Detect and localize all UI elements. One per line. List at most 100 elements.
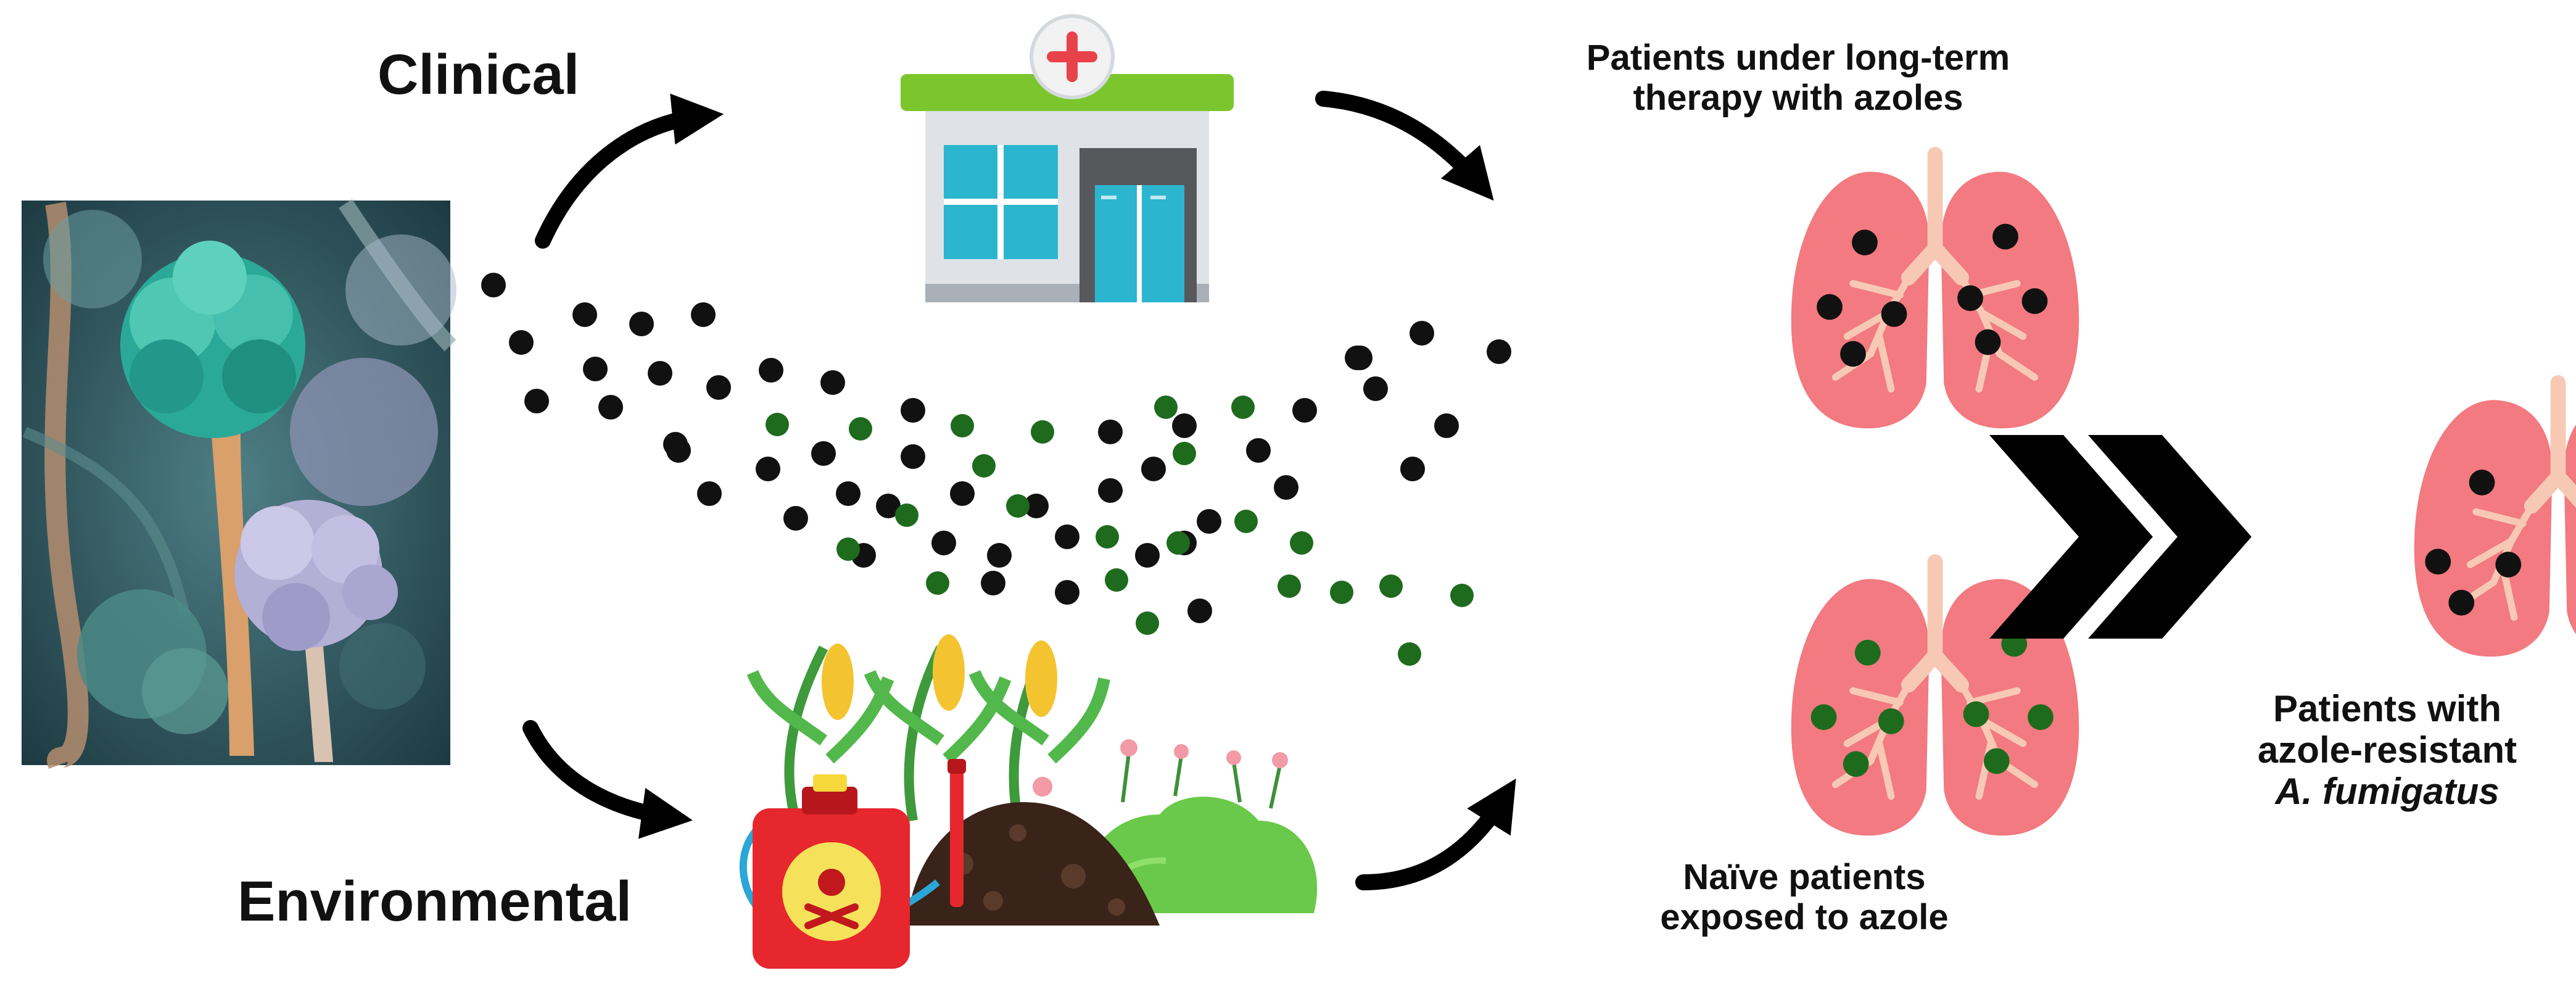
- susceptible-spore: [598, 395, 623, 420]
- resistant-spore: [1231, 396, 1255, 419]
- long-term-therapy-label: Patients under long-term therapy with az…: [1505, 38, 2091, 118]
- susceptible-spore: [583, 357, 608, 381]
- lungs-long-term-therapy-icon: [1791, 147, 2079, 429]
- susceptible-spore: [1141, 457, 1166, 481]
- resistant-spore: [1810, 704, 1837, 731]
- susceptible-spore: [691, 302, 716, 327]
- susceptible-spore: [1410, 321, 1434, 346]
- resistant-patients-label: Patients with azole-resistant A. fumigat…: [2221, 688, 2554, 813]
- spore-cloud: [481, 273, 1511, 666]
- susceptible-spore: [1135, 543, 1160, 568]
- resistant-spore: [1398, 642, 1421, 666]
- agriculture-icon: [739, 634, 1318, 969]
- susceptible-spore: [759, 358, 783, 383]
- resistant-spore: [972, 454, 996, 478]
- resistant-spore: [1963, 701, 1989, 727]
- susceptible-spore: [820, 370, 845, 395]
- lungs-naive-patients-icon: [1791, 554, 2079, 836]
- long-term-therapy-line1: Patients under long-term: [1586, 38, 2010, 78]
- susceptible-spore: [1345, 346, 1369, 370]
- resistant-spore: [1290, 531, 1313, 555]
- susceptible-spore: [1957, 285, 1983, 312]
- resistant-spore: [1166, 531, 1190, 555]
- susceptible-spore: [1024, 494, 1049, 518]
- susceptible-spore: [756, 457, 780, 481]
- resistant-spore: [1154, 396, 1178, 419]
- arrow-to-environmental: [522, 720, 693, 839]
- susceptible-spore: [648, 361, 672, 386]
- long-term-therapy-line2: therapy with azoles: [1633, 77, 1963, 118]
- susceptible-spore: [901, 444, 925, 469]
- susceptible-spore: [1975, 329, 2001, 355]
- resistant-spore: [1234, 510, 1258, 533]
- flow-arrows: [522, 91, 1516, 890]
- resistant-patients-line2: azole-resistant: [2257, 729, 2517, 771]
- susceptible-spore: [981, 571, 1005, 595]
- clinical-label: Clinical: [378, 43, 580, 106]
- resistant-spore: [1330, 581, 1353, 604]
- double-chevron-right-icon: [1989, 435, 2252, 639]
- susceptible-spore: [481, 273, 506, 297]
- naive-patients-line1: Naïve patients: [1683, 857, 1926, 897]
- susceptible-spore: [509, 330, 534, 355]
- arrow-to-naive-patients: [1355, 778, 1516, 890]
- susceptible-spore: [666, 438, 691, 463]
- resistant-spore: [1983, 748, 2010, 774]
- susceptible-spore: [572, 302, 597, 327]
- susceptible-spore: [2425, 549, 2451, 575]
- susceptible-spore: [876, 494, 901, 518]
- resistant-patients-line1: Patients with: [2273, 688, 2502, 729]
- susceptible-spore: [2021, 288, 2048, 314]
- susceptible-spore: [783, 506, 808, 531]
- susceptible-spore: [1840, 341, 1866, 367]
- resistant-spore: [849, 417, 872, 441]
- resistant-spore: [1278, 574, 1301, 598]
- susceptible-spore: [1098, 478, 1123, 503]
- susceptible-spore: [931, 531, 956, 555]
- susceptible-spore: [836, 481, 861, 506]
- fungus-micrograph-icon: [22, 199, 456, 769]
- susceptible-spore: [706, 375, 731, 400]
- susceptible-spore: [2469, 470, 2495, 495]
- hospital-icon: [901, 14, 1234, 302]
- susceptible-spore: [1992, 223, 2018, 250]
- resistant-spore: [1173, 442, 1196, 465]
- susceptible-spore: [1434, 413, 1459, 438]
- resistant-spore: [1878, 708, 1904, 734]
- resistant-spore: [1136, 611, 1159, 635]
- resistant-spore: [836, 537, 860, 561]
- susceptible-spore: [1187, 599, 1212, 623]
- susceptible-spore: [2495, 552, 2522, 578]
- susceptible-spore: [901, 398, 925, 423]
- susceptible-spore: [1400, 457, 1425, 481]
- environmental-label: Environmental: [237, 870, 632, 933]
- susceptible-spore: [811, 441, 836, 466]
- resistant-spore: [2028, 704, 2054, 731]
- susceptible-spore: [2448, 589, 2475, 616]
- resistant-spore: [1105, 568, 1128, 592]
- resistant-spore: [1031, 420, 1054, 444]
- susceptible-spore: [629, 312, 654, 336]
- susceptible-spore: [1246, 438, 1271, 463]
- susceptible-spore: [697, 481, 722, 506]
- lungs-azole-resistant-icon: [2414, 375, 2576, 657]
- susceptible-spore: [1292, 398, 1317, 423]
- susceptible-spore: [1055, 524, 1080, 549]
- resistant-spore: [1843, 751, 1869, 777]
- susceptible-spore: [1881, 301, 1907, 327]
- susceptible-spore: [1098, 420, 1123, 444]
- resistant-spore: [1379, 574, 1403, 598]
- arrow-to-long-term-patients: [1315, 91, 1494, 201]
- susceptible-spore: [1363, 376, 1388, 401]
- resistant-spore: [926, 571, 949, 595]
- resistant-spore: [951, 414, 974, 437]
- arrow-to-clinical: [535, 93, 724, 249]
- resistant-spore: [1096, 525, 1119, 549]
- naive-patients-line2: exposed to azole: [1660, 897, 1949, 937]
- naive-patients-label: Naïve patients exposed to azole: [1542, 857, 2066, 938]
- resistant-spore: [1006, 494, 1030, 518]
- resistant-spore: [1450, 584, 1474, 607]
- resistant-spore: [895, 503, 919, 527]
